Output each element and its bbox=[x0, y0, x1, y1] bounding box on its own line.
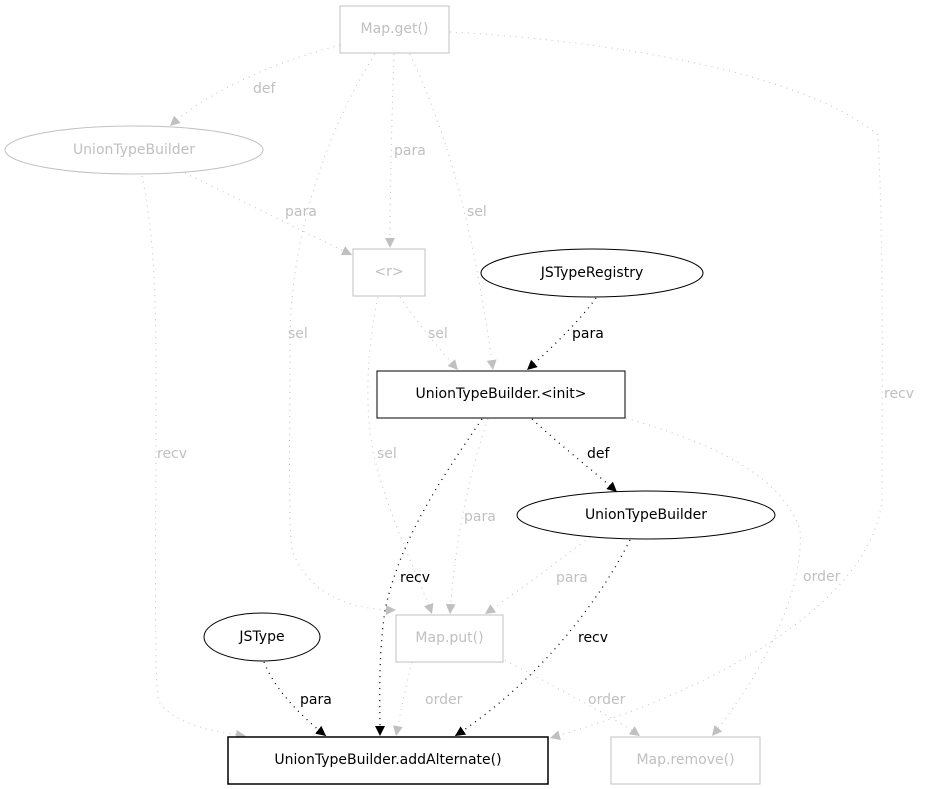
node-label: UnionTypeBuilder bbox=[73, 142, 195, 158]
node-label: <r> bbox=[374, 264, 403, 280]
edge-mapget-mapput bbox=[289, 53, 397, 615]
node-r[interactable]: <r> bbox=[352, 248, 426, 297]
node-map-get[interactable]: Map.get() bbox=[339, 5, 450, 54]
node-label: Map.put() bbox=[415, 630, 483, 646]
node-label: Map.get() bbox=[361, 21, 429, 37]
node-jstype-registry[interactable]: JSTypeRegistry bbox=[480, 248, 704, 298]
edge-label: order bbox=[425, 692, 463, 708]
node-map-put[interactable]: Map.put() bbox=[395, 614, 504, 663]
node-union-type-builder-top[interactable]: UnionTypeBuilder bbox=[4, 125, 264, 175]
edge-utbmid-addalt bbox=[454, 539, 631, 737]
nodes: Map.get() UnionTypeBuilder <r> JSTypeReg… bbox=[4, 5, 776, 785]
node-union-type-builder-mid[interactable]: UnionTypeBuilder bbox=[516, 490, 776, 540]
edge-utbinit-utbmid bbox=[531, 418, 618, 493]
edge-label: order bbox=[588, 692, 626, 708]
node-label: UnionTypeBuilder.addAlternate() bbox=[274, 752, 501, 768]
node-map-remove[interactable]: Map.remove() bbox=[610, 736, 761, 785]
edge-mapget-r bbox=[385, 53, 396, 249]
edge-label: sel bbox=[377, 446, 397, 462]
edge-label: para bbox=[572, 326, 604, 342]
edge-mapget-utbinit bbox=[409, 53, 497, 371]
edge-label: sel bbox=[288, 326, 308, 342]
edge-label: para bbox=[464, 509, 496, 525]
edge-label: order bbox=[803, 569, 841, 585]
edge-r-utbinit bbox=[399, 296, 459, 371]
edge-label: para bbox=[300, 692, 332, 708]
node-label: JSType bbox=[238, 629, 284, 645]
node-label: UnionTypeBuilder.<init> bbox=[416, 386, 587, 402]
edge-label: recv bbox=[578, 630, 608, 646]
edge-label: def bbox=[253, 81, 277, 97]
edge-label: para bbox=[556, 570, 588, 586]
edge-label: recv bbox=[400, 570, 430, 586]
edge-mapput-addalt bbox=[392, 661, 413, 737]
edge-label: recv bbox=[884, 386, 914, 402]
edges: def para sel sel recv para recv sel sel … bbox=[141, 31, 914, 741]
edge-utbtop-r bbox=[184, 172, 353, 256]
node-union-type-builder-init[interactable]: UnionTypeBuilder.<init> bbox=[376, 370, 626, 419]
edge-label: def bbox=[587, 446, 611, 462]
edge-label: para bbox=[285, 204, 317, 220]
edge-label: sel bbox=[428, 326, 448, 342]
node-label: JSTypeRegistry bbox=[540, 265, 643, 281]
edge-label: recv bbox=[157, 446, 187, 462]
edge-utbinit-mapremove bbox=[625, 417, 801, 737]
edge-label: sel bbox=[467, 204, 487, 220]
edge-label: para bbox=[394, 143, 426, 159]
node-label: Map.remove() bbox=[636, 752, 734, 768]
node-jstype[interactable]: JSType bbox=[203, 612, 321, 662]
edge-utbinit-addalt bbox=[374, 418, 483, 737]
node-add-alternate[interactable]: UnionTypeBuilder.addAlternate() bbox=[227, 736, 549, 785]
node-label: UnionTypeBuilder bbox=[585, 507, 707, 523]
